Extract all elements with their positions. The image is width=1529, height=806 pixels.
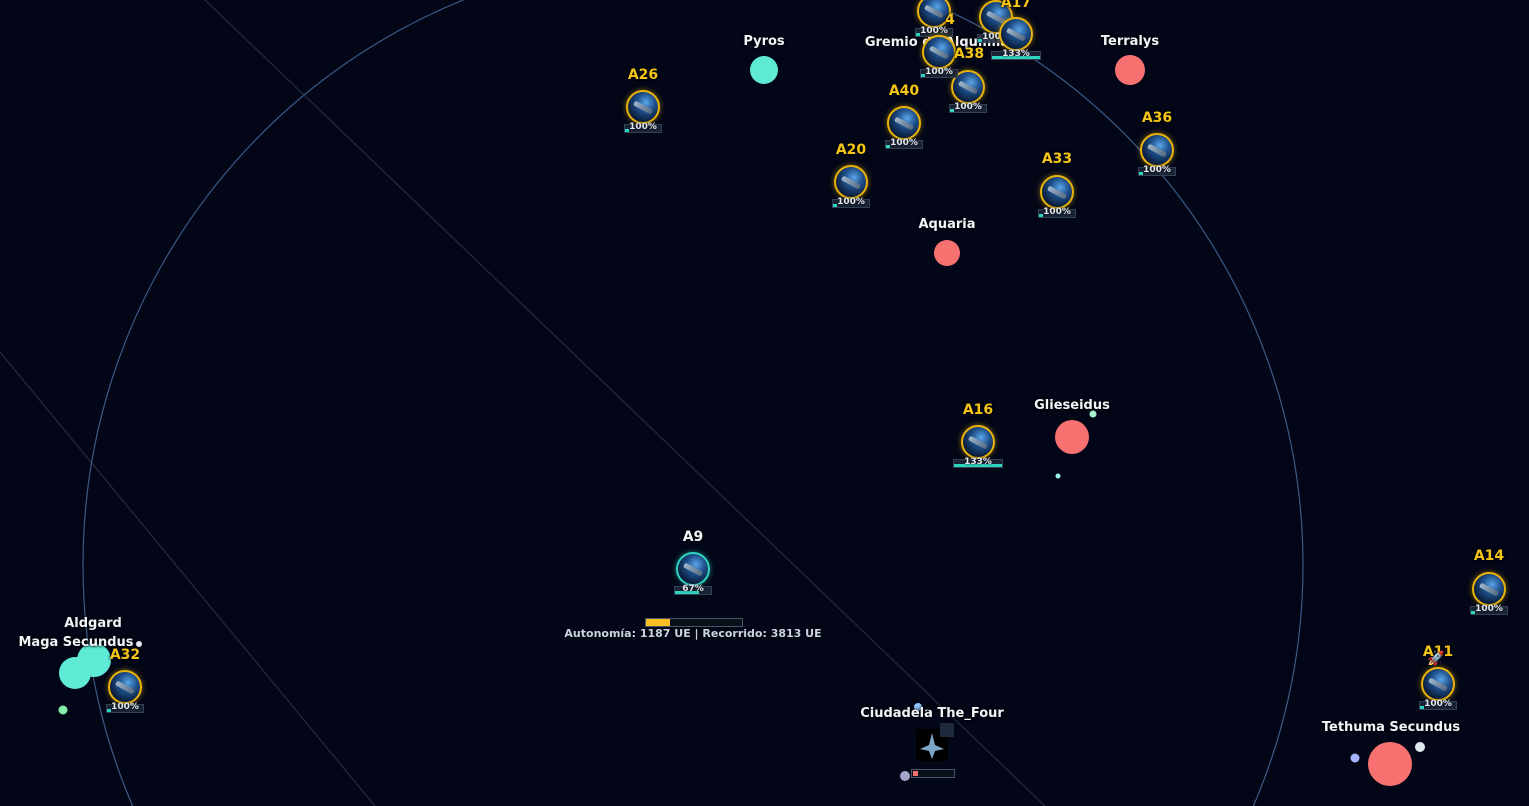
planet[interactable] xyxy=(1368,742,1412,786)
base-station[interactable] xyxy=(916,723,954,761)
route-line xyxy=(0,351,376,806)
ship-icon xyxy=(1146,143,1168,158)
ship-icon xyxy=(967,435,989,450)
planet[interactable] xyxy=(934,240,960,266)
moon[interactable] xyxy=(1089,410,1097,418)
ship-health-bar: 133% xyxy=(953,457,1003,468)
ship-health-bar: 100% xyxy=(1138,165,1176,176)
ship-health-bar: 100% xyxy=(1038,207,1076,218)
ship-icon xyxy=(1046,185,1068,200)
moon[interactable] xyxy=(1415,742,1425,752)
ship-health-bar: 100% xyxy=(1419,699,1457,710)
fuel-bar xyxy=(645,618,743,627)
planet[interactable] xyxy=(1055,420,1089,454)
planet[interactable] xyxy=(1115,55,1145,85)
ship-health-bar: 133% xyxy=(991,49,1041,60)
moon[interactable] xyxy=(1055,473,1061,479)
ship-range-info: Autonomía: 1187 UE | Recorrido: 3813 UE xyxy=(564,627,822,640)
ship-health-bar: 100% xyxy=(106,702,144,713)
ship-icon xyxy=(893,116,915,131)
lightning-icon: ⚡ xyxy=(922,697,936,719)
ship-health-bar: 100% xyxy=(949,102,987,113)
ship-icon xyxy=(923,4,945,19)
ship-health-bar: 100% xyxy=(885,138,923,149)
ship-icon xyxy=(1427,677,1449,692)
ship-icon xyxy=(928,45,950,60)
route-line xyxy=(204,0,1046,806)
ship-icon xyxy=(1005,27,1027,42)
moon[interactable] xyxy=(900,771,910,781)
ship-health-bar: 67% xyxy=(674,584,712,595)
moon[interactable] xyxy=(1350,753,1360,763)
ship-a33[interactable] xyxy=(1040,175,1074,209)
ship-a4[interactable] xyxy=(917,0,951,28)
ship-a18[interactable] xyxy=(922,35,956,69)
ship-a16[interactable] xyxy=(961,425,995,459)
station-icon xyxy=(920,733,944,759)
ship-health-bar: 100% xyxy=(832,197,870,208)
ship-a21[interactable] xyxy=(999,17,1033,51)
ship-a20[interactable] xyxy=(834,165,868,199)
ship-health-bar: 100% xyxy=(1470,604,1508,615)
base-health-bar xyxy=(911,769,955,778)
ship-icon xyxy=(114,680,136,695)
ship-a40[interactable] xyxy=(887,106,921,140)
module-icon xyxy=(940,723,954,737)
ship-a26[interactable] xyxy=(626,90,660,124)
ship-a32[interactable] xyxy=(108,670,142,704)
rocket-icon: 🚀 xyxy=(1427,651,1445,667)
ship-icon xyxy=(682,562,704,577)
ship-a14[interactable] xyxy=(1472,572,1506,606)
ship-a36[interactable] xyxy=(1140,133,1174,167)
ship-a11[interactable] xyxy=(1421,667,1455,701)
ship-icon xyxy=(957,80,979,95)
moon[interactable] xyxy=(914,703,922,711)
ship-icon xyxy=(1478,582,1500,597)
planet[interactable] xyxy=(750,56,778,84)
moon[interactable] xyxy=(136,641,142,647)
orbit-ring xyxy=(82,0,1304,806)
ship-icon xyxy=(632,100,654,115)
moon[interactable] xyxy=(58,705,68,715)
ship-icon xyxy=(840,175,862,190)
ship-health-bar: 100% xyxy=(624,122,662,133)
planet[interactable] xyxy=(59,657,91,689)
ship-health-bar: 100% xyxy=(920,67,958,78)
selected-ship[interactable] xyxy=(676,552,710,586)
